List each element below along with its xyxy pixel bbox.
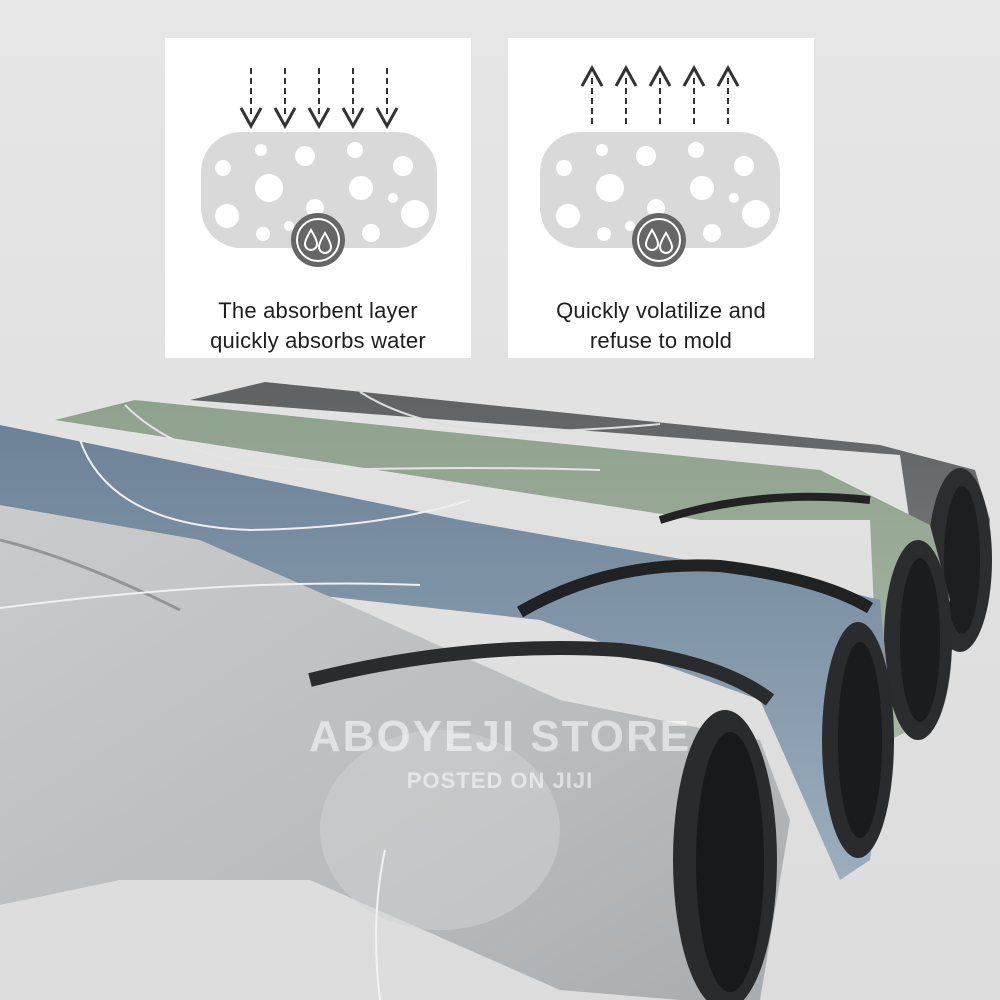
volatilize-caption-line1: Quickly volatilize and bbox=[556, 298, 766, 323]
volatilize-caption-line2: refuse to mold bbox=[589, 328, 733, 353]
down-arrows-icon bbox=[239, 68, 399, 130]
volatilize-info-panel: Quickly volatilize and refuse to mold bbox=[508, 38, 814, 358]
volatilize-illustration bbox=[540, 64, 780, 267]
up-arrows-icon bbox=[580, 64, 740, 126]
absorb-caption-line2: quickly absorbs water bbox=[210, 328, 426, 353]
light-gray-mat bbox=[0, 505, 790, 1000]
absorb-illustration bbox=[201, 68, 437, 267]
absorb-caption-line1: The absorbent layer bbox=[218, 298, 418, 323]
green-mat bbox=[55, 400, 952, 745]
absorb-info-panel: The absorbent layer quickly absorbs wate… bbox=[165, 38, 471, 358]
water-drop-icon bbox=[291, 213, 345, 267]
porous-layer-icon bbox=[201, 132, 437, 248]
water-drop-icon bbox=[632, 213, 686, 267]
blue-mat bbox=[0, 425, 894, 880]
